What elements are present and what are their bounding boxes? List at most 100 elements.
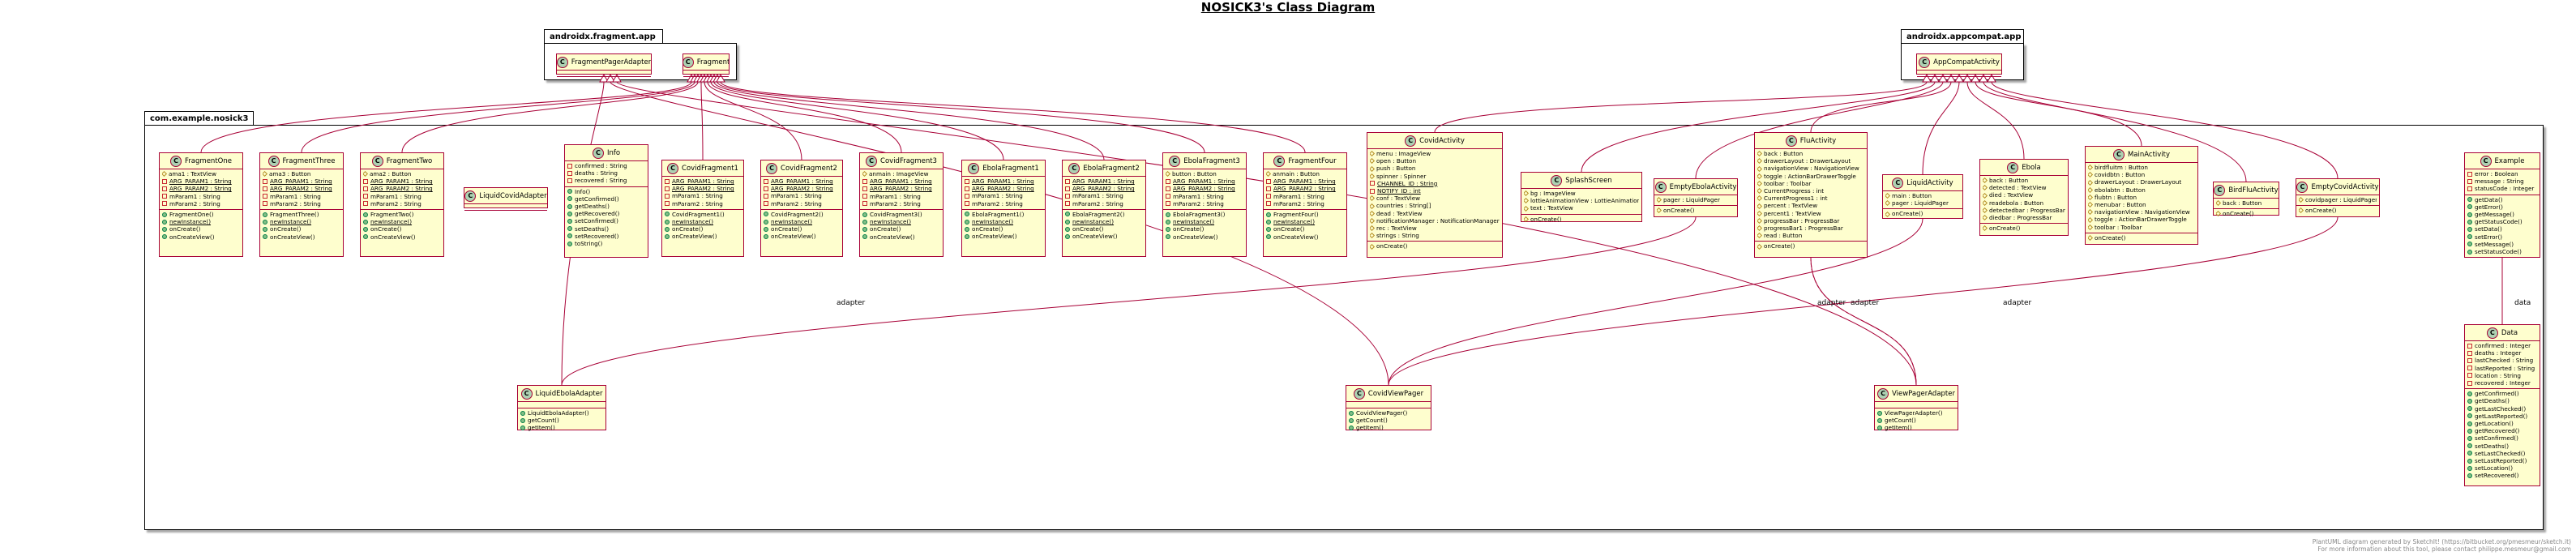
member-text: confirmed : String bbox=[575, 162, 627, 169]
class-field: mParam1 : String bbox=[665, 192, 741, 199]
class-c-icon: C bbox=[1919, 56, 1931, 68]
class-method: getStatusCode() bbox=[2467, 218, 2537, 225]
inheritance-arrowhead bbox=[716, 73, 725, 83]
class-methods-section bbox=[1917, 77, 2001, 83]
private-visibility-icon bbox=[162, 178, 167, 184]
class-field: anmain : ImageView bbox=[862, 170, 940, 177]
association-edge bbox=[1388, 218, 1923, 386]
member-text: getStatusCode() bbox=[2475, 218, 2523, 226]
class-field: ARG_PARAM2 : String bbox=[862, 185, 940, 192]
class-field: toolbar : Toolbar bbox=[1757, 180, 1864, 187]
package-tab-main: com.example.nosick3 bbox=[144, 111, 254, 126]
class-fields-section bbox=[464, 204, 547, 211]
member-text: covidbtn : Button bbox=[2095, 171, 2146, 179]
member-text: ARG_PARAM1 : String bbox=[1173, 177, 1235, 186]
member-text: mParam2 : String bbox=[270, 199, 321, 207]
public-visibility-icon bbox=[965, 212, 969, 217]
class-field: ARG_PARAM1 : String bbox=[1266, 177, 1344, 185]
class-c-icon: C bbox=[170, 155, 182, 167]
class-method: onCreate() bbox=[862, 225, 940, 233]
class-field: toggle : ActionBarDrawerToggle bbox=[1757, 173, 1864, 180]
class-method: FragmentOne() bbox=[162, 211, 240, 218]
public-visibility-icon bbox=[1877, 417, 1882, 423]
inheritance-arrowhead bbox=[599, 73, 609, 83]
class-methods-section bbox=[557, 77, 651, 83]
class-methods-section: onCreate() bbox=[2214, 209, 2279, 219]
class-c-icon: C bbox=[1353, 387, 1365, 400]
class-field: died : TextView bbox=[1983, 191, 2065, 199]
inheritance-arrowhead bbox=[1930, 73, 1940, 83]
class-field: detected : TextView bbox=[1983, 184, 2065, 191]
class-name: EmptyCovidActivity bbox=[2311, 182, 2379, 191]
public-visibility-icon bbox=[2467, 413, 2472, 419]
class-methods-section: EbolaFragment1()newInstance()onCreate()o… bbox=[962, 210, 1045, 242]
member-text: onCreateView() bbox=[169, 233, 215, 241]
class-methods-section: onCreate() bbox=[1654, 206, 1737, 216]
member-text: ebolabtn : Button bbox=[2095, 186, 2146, 194]
class-field: drawerLayout : DrawerLayout bbox=[1757, 157, 1864, 165]
public-visibility-icon bbox=[2467, 421, 2472, 426]
class-name: FragmentPagerAdapter bbox=[571, 58, 651, 66]
class-field: mParam2 : String bbox=[363, 200, 441, 207]
class-field: text : TextView bbox=[1524, 204, 1639, 212]
class-field: NOTIFY_ID : int bbox=[1370, 187, 1500, 195]
class-name: LiquidCovidAdapter bbox=[479, 191, 547, 200]
member-text: toggle : ActionBarDrawerToggle bbox=[2095, 216, 2187, 224]
member-text: ARG_PARAM1 : String bbox=[169, 177, 232, 186]
member-text: setError() bbox=[2475, 233, 2503, 241]
member-text: getCount() bbox=[528, 417, 559, 425]
class-field: mParam1 : String bbox=[1266, 193, 1344, 200]
protected-visibility-icon bbox=[263, 171, 268, 177]
class-name: FluActivity bbox=[1799, 136, 1837, 145]
member-text: conf : TextView bbox=[1376, 195, 1421, 203]
private-visibility-icon bbox=[862, 186, 867, 191]
member-text: ViewPagerAdapter() bbox=[1885, 409, 1943, 417]
class-name: Example bbox=[2494, 156, 2525, 165]
member-text: detected : TextView bbox=[1989, 184, 2047, 192]
class-method: setRecovered() bbox=[567, 233, 645, 240]
class-c-icon: C bbox=[1068, 162, 1080, 174]
member-text: onCreateView() bbox=[771, 233, 816, 241]
class-field: mParam2 : String bbox=[764, 200, 840, 207]
class-name: EbolaFragment1 bbox=[982, 164, 1039, 173]
class-field: deaths : String bbox=[567, 169, 645, 177]
protected-visibility-icon bbox=[162, 171, 168, 177]
member-text: setLastReported() bbox=[2475, 457, 2527, 465]
inheritance-edge bbox=[1966, 81, 2025, 160]
private-visibility-icon bbox=[665, 201, 670, 207]
